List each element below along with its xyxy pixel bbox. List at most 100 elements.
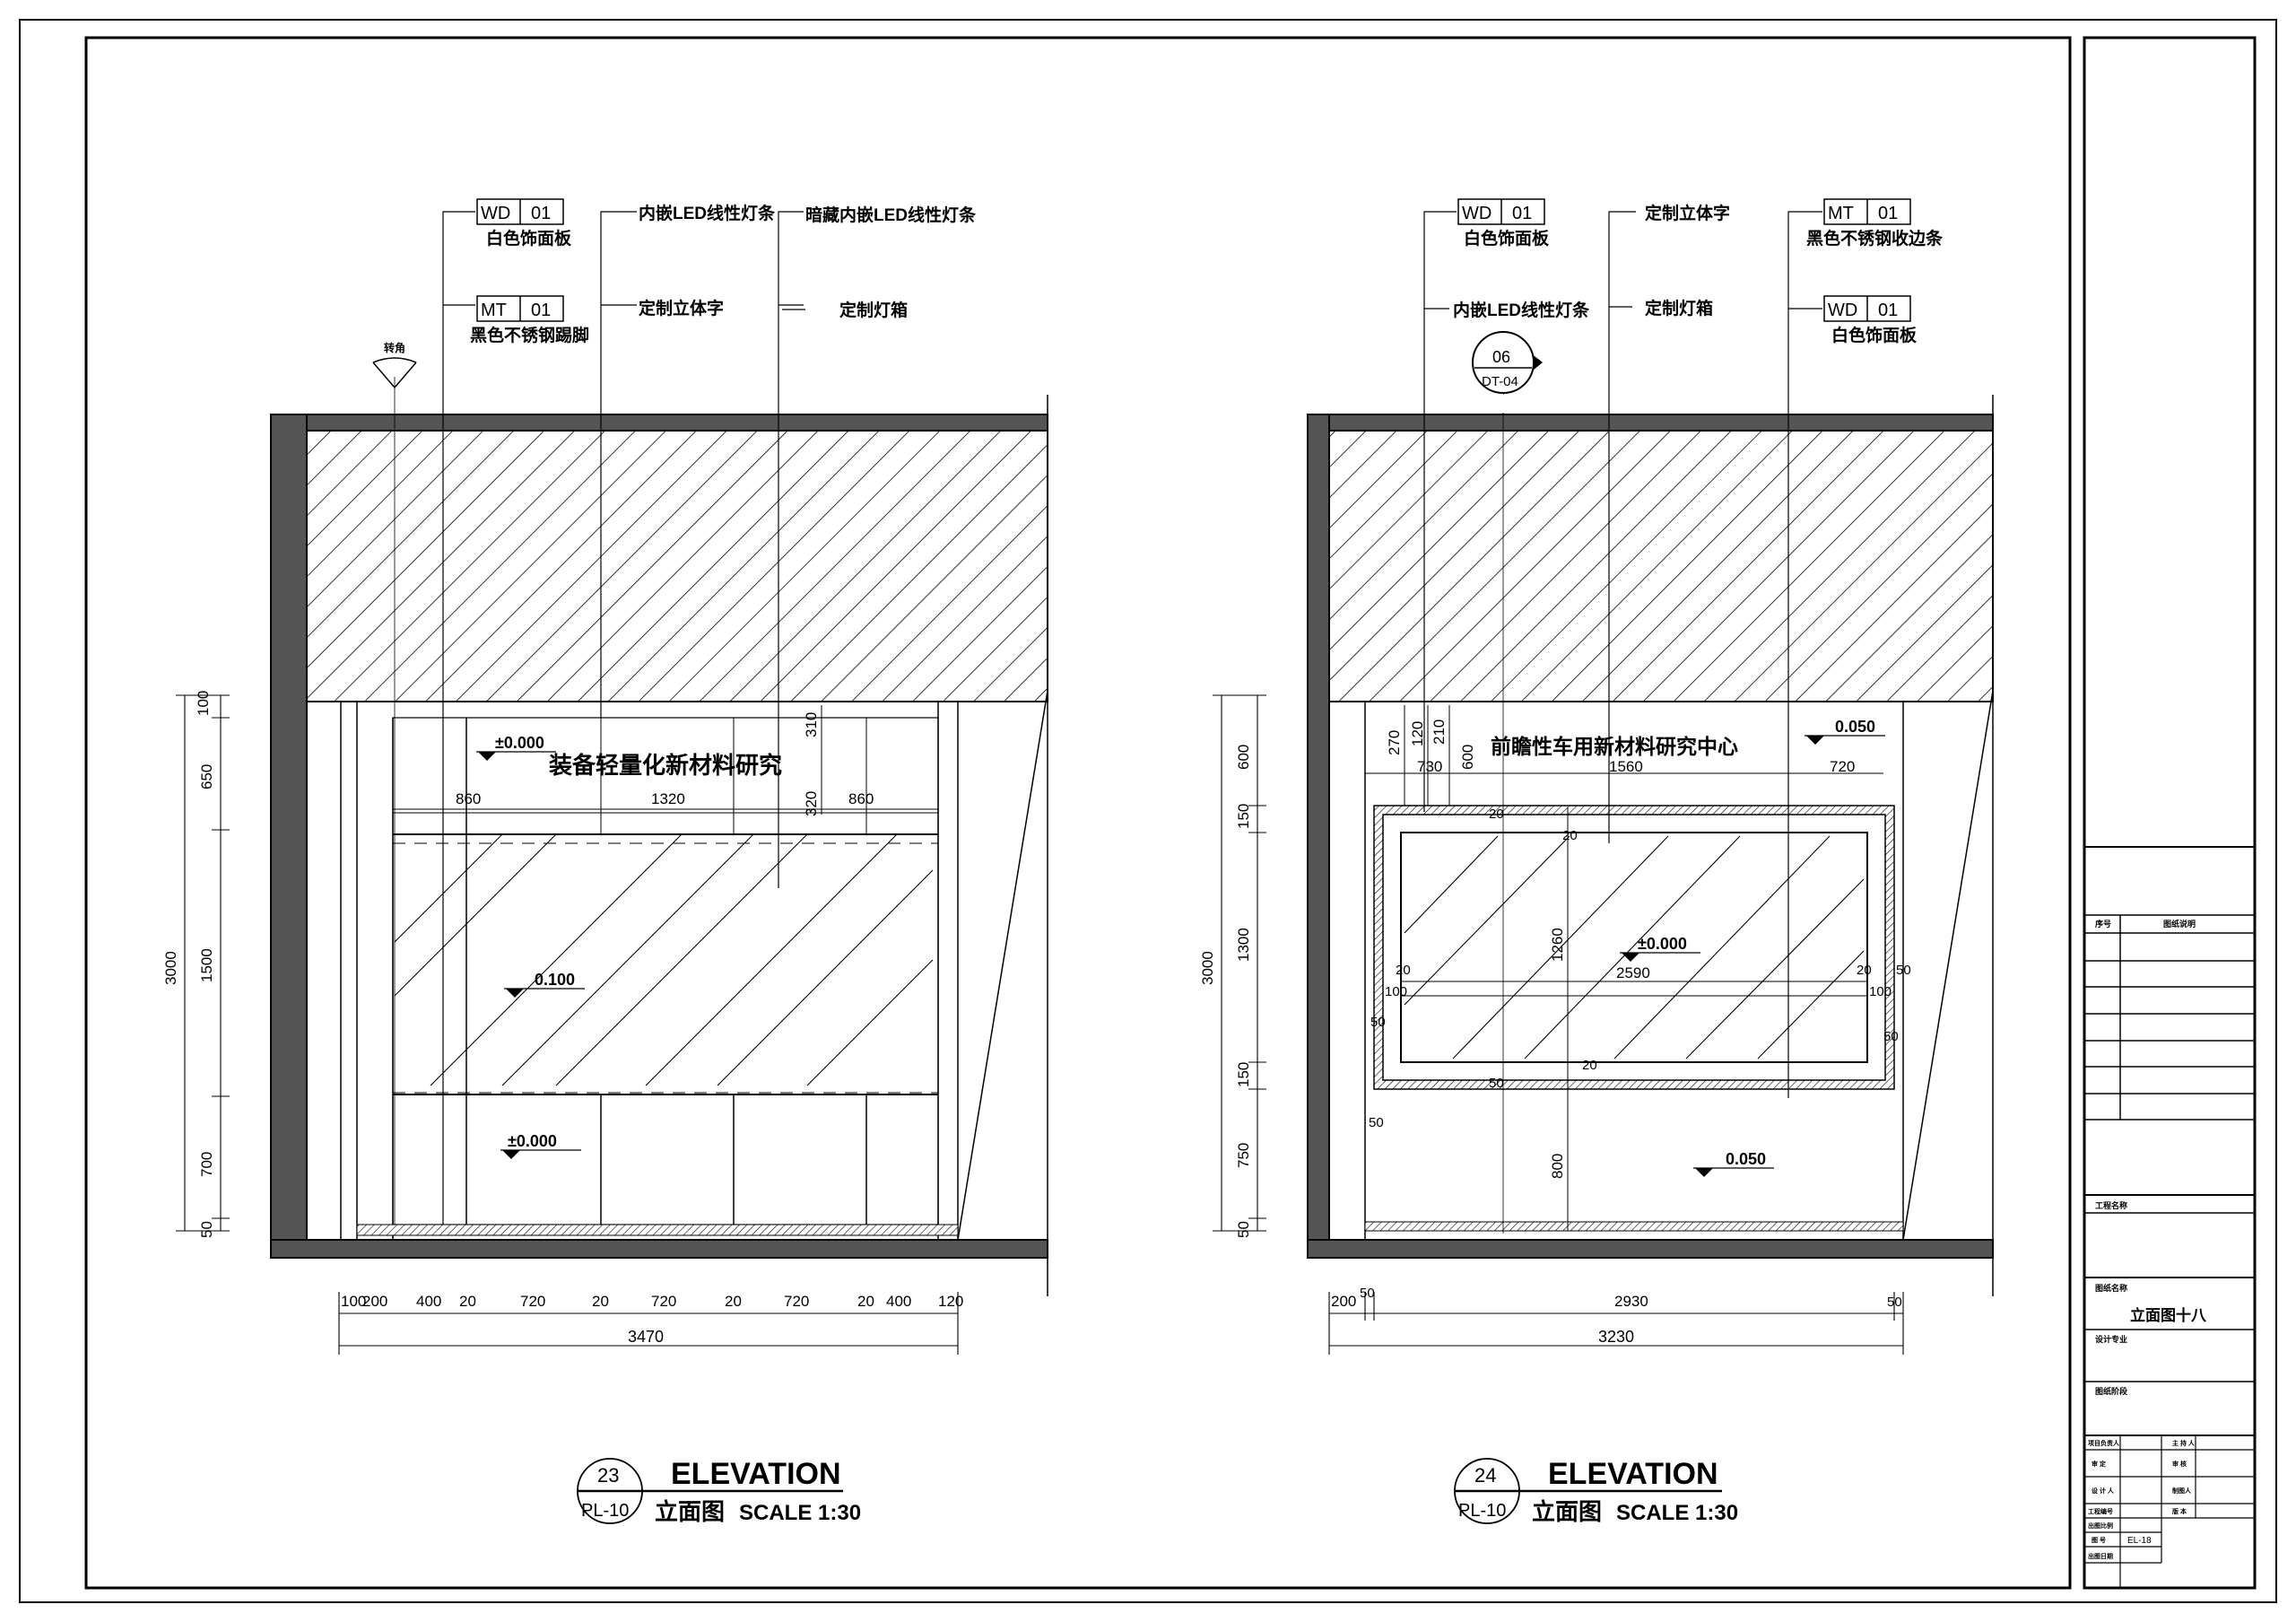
bottom-dims-left (338, 1292, 959, 1355)
vdim-2: 650 (198, 764, 215, 789)
sign-label-drawing-no: 图 号 (2092, 1536, 2106, 1544)
drawing-name-label: 图纸名称 (2095, 1283, 2127, 1293)
idim-r1: 270 (1386, 730, 1403, 755)
callout-led-strip: 内嵌LED线性灯条 (639, 203, 776, 223)
ceiling-void-hatch (306, 430, 1048, 702)
idim-1: 860 (456, 790, 481, 807)
tag-label: 黑色不锈钢踢脚 (470, 325, 589, 345)
bdim-r-overall: 3230 (1598, 1328, 1634, 1346)
view-number: 23 (597, 1464, 619, 1487)
vertical-dims-right (1213, 694, 1266, 1232)
idim-r9: 2590 (1616, 964, 1650, 981)
inner-dim-lines-right (1365, 705, 1883, 1231)
glass-reflection-lines (1404, 835, 1865, 1060)
level-marker-3: ±0.000 (500, 1132, 581, 1159)
view-subtitle: 立面图 (1532, 1498, 1602, 1525)
callout-hidden-led: 暗藏内嵌LED线性灯条 (805, 205, 977, 225)
left-wall (270, 414, 308, 1259)
inner-border (84, 36, 2072, 1590)
sdim-1: 20 (1489, 807, 1504, 822)
sign-table: 项目负责人 主 持 人 审 定 审 核 设 计 人 制图人 工程编号 版 本 出… (2084, 1435, 2255, 1588)
idim-3: 860 (848, 790, 874, 807)
idim-r2: 120 (1409, 721, 1426, 746)
lightbox-glass (1400, 832, 1868, 1063)
tag-wd-01-right-b: WD 01 白色饰面板 (1823, 295, 1918, 345)
idim-4: 310 (803, 712, 820, 737)
bdim-12: 120 (938, 1293, 963, 1310)
vdim-r5: 750 (1235, 1143, 1252, 1168)
section-marker: 06 DT-04 (1472, 331, 1543, 395)
tag-num: 01 (531, 301, 551, 320)
sdim-9: 50 (1883, 1029, 1899, 1044)
vdim-5: 50 (198, 1221, 215, 1238)
callout-led-strip: 内嵌LED线性灯条 (1453, 300, 1590, 320)
view-label-24: 24 PL-10 ELEVATION 立面图 SCALE 1:30 (1454, 1457, 1738, 1525)
drawing-name: 立面图十八 (2130, 1306, 2207, 1324)
bdim-11: 400 (886, 1293, 911, 1310)
bdim-7: 720 (651, 1293, 676, 1310)
idim-r10: 800 (1549, 1154, 1566, 1179)
vdim-1: 100 (195, 691, 212, 716)
sign-label-drafter: 制图人 (2172, 1487, 2192, 1495)
vdim-4: 700 (198, 1152, 215, 1177)
project-name-label: 工程名称 (2095, 1200, 2127, 1210)
sign-label-approve: 审 定 (2092, 1460, 2106, 1468)
discipline-label: 设计专业 (2095, 1334, 2127, 1344)
sign-label-designer: 设 计 人 (2092, 1487, 2115, 1495)
title-block: 序号 图纸说明 工程名称 图纸名称 立面图十八 设计专业 图纸阶段 (2083, 36, 2257, 1590)
section-number: 06 (1492, 348, 1510, 366)
bdim-1: 100 (341, 1293, 366, 1310)
idim-5: 320 (803, 791, 820, 816)
tag-code: WD (481, 204, 510, 223)
tag-num: 01 (1878, 204, 1898, 223)
tag-wd-01-right-a: WD 01 白色饰面板 (1457, 198, 1550, 249)
bdim-r4: 50 (1887, 1295, 1902, 1310)
bdim-5: 720 (520, 1293, 545, 1310)
bdim-r1: 200 (1331, 1293, 1356, 1310)
level-marker-r3: 0.050 (1693, 1150, 1774, 1177)
level-marker-r2: ±0.000 (1620, 935, 1700, 962)
sdim-2: 20 (1562, 828, 1578, 843)
callout-3d-letters: 定制立体字 (1645, 203, 1730, 223)
bdim-3: 400 (416, 1293, 441, 1310)
vdim-overall: 3000 (162, 951, 179, 985)
view-scale: SCALE 1:30 (1616, 1501, 1738, 1525)
floor-slab (270, 1239, 1048, 1259)
vdim-r4: 150 (1235, 1062, 1252, 1087)
kickplate (356, 1224, 959, 1236)
sign-text-left: 装备轻量化新材料研究 (549, 752, 782, 779)
tag-label: 白色饰面板 (1831, 325, 1918, 345)
sign-text-right: 前瞻性车用新材料研究中心 (1491, 735, 1738, 758)
level-marker-1: ±0.000 (476, 734, 556, 761)
tag-mt-01-right: MT 01 黑色不锈钢收边条 (1806, 198, 1944, 249)
sdim-3: 20 (1396, 963, 1411, 978)
view-ref: PL-10 (1458, 1501, 1506, 1521)
sdim-6: 100 (1385, 984, 1407, 999)
level-marker-r1: 0.050 (1805, 718, 1885, 745)
ceiling-void-hatch (1328, 430, 1994, 702)
vdim-r3: 1300 (1235, 928, 1252, 962)
left-wall (1307, 414, 1330, 1259)
view-scale: SCALE 1:30 (739, 1501, 861, 1525)
turn-label: 转角 (384, 341, 405, 354)
glass-reflection-lines (394, 833, 934, 1086)
turn-marker: 转角 (372, 341, 417, 389)
tag-num: 01 (1878, 301, 1898, 320)
kickplate (1364, 1221, 1904, 1232)
view-subtitle: 立面图 (655, 1498, 725, 1525)
bdim-10: 20 (857, 1293, 874, 1310)
sign-label-project-lead: 项目负责人 (2088, 1439, 2120, 1447)
floor-slab (1307, 1239, 1994, 1259)
leader-lines-right (1423, 211, 1822, 1234)
outer-border (19, 19, 2277, 1603)
idim-r7: 720 (1830, 758, 1855, 775)
idim-r3: 210 (1431, 719, 1448, 745)
idim-r5: 600 (1459, 745, 1476, 770)
ceiling-slab (270, 414, 1048, 432)
view-number: 24 (1474, 1464, 1496, 1487)
ceiling-slab (1307, 414, 1994, 432)
view-ref: PL-10 (581, 1501, 629, 1521)
sign-label-project-no: 工程编号 (2088, 1507, 2113, 1515)
tag-mt-01-left: MT 01 黑色不锈钢踢脚 (470, 295, 589, 345)
